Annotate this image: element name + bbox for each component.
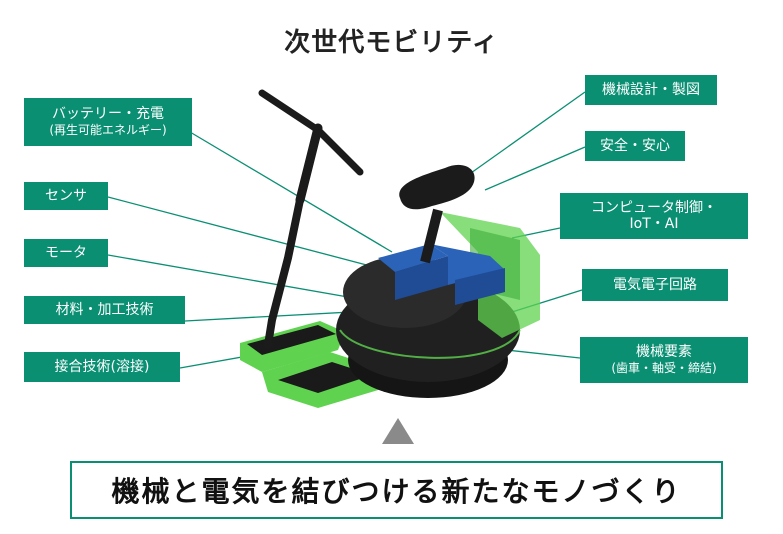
- label-computer: コンピュータ制御・ IoT・AI: [560, 193, 748, 239]
- label-circuit: 電気電子回路: [582, 269, 728, 301]
- bottom-banner: 機械と電気を結びつける新たなモノづくり: [70, 461, 723, 519]
- label-battery: バッテリー・充電 (再生可能エネルギー): [24, 98, 192, 146]
- handlebar: [262, 93, 360, 345]
- label-motor: モータ: [24, 239, 108, 267]
- label-material: 材料・加工技術: [24, 296, 185, 324]
- label-sensor: センサ: [24, 182, 108, 210]
- label-safety: 安全・安心: [585, 131, 685, 161]
- label-mech-elements: 機械要素 (歯車・軸受・締結): [580, 337, 748, 383]
- down-arrow-icon: [382, 418, 414, 444]
- label-mech-design: 機械設計・製図: [585, 75, 717, 105]
- label-joining: 接合技術(溶接): [24, 352, 180, 382]
